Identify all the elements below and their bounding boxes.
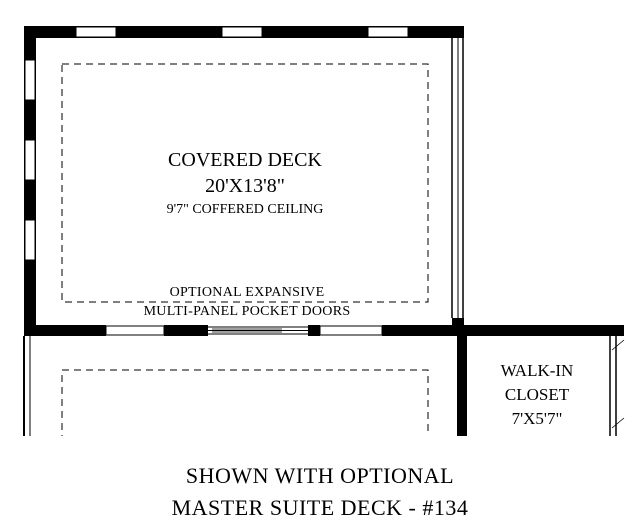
caption-line1: SHOWN WITH OPTIONAL	[186, 463, 454, 488]
deck-left-wall	[24, 26, 36, 336]
closet-name-line1: WALK-IN	[501, 361, 574, 380]
closet-name-line2: CLOSET	[505, 385, 570, 404]
covered-deck-room: COVERED DECK 20'X13'8" 9'7" COFFERED CEI…	[24, 26, 464, 336]
deck-right-railing	[451, 26, 464, 336]
closet-dimensions-label: 7'X5'7"	[512, 409, 563, 428]
deck-bottom-wall	[24, 325, 464, 336]
deck-top-wall	[24, 26, 464, 38]
option-note-line2: MULTI-PANEL POCKET DOORS	[144, 304, 351, 319]
coffered-ceiling-outline	[61, 63, 429, 303]
caption-line2: MASTER SUITE DECK - #134	[172, 495, 469, 520]
deck-ceiling-label: 9'7" COFFERED CEILING	[167, 202, 324, 217]
walk-in-closet-room: WALK-IN CLOSET 7'X5'7"	[457, 325, 625, 436]
pocket-doors	[208, 326, 308, 335]
caption-background	[0, 436, 640, 531]
deck-dimensions-label: 20'X13'8"	[205, 175, 285, 197]
deck-name-label: COVERED DECK	[168, 149, 322, 171]
option-note-line1: OPTIONAL EXPANSIVE	[170, 285, 325, 300]
